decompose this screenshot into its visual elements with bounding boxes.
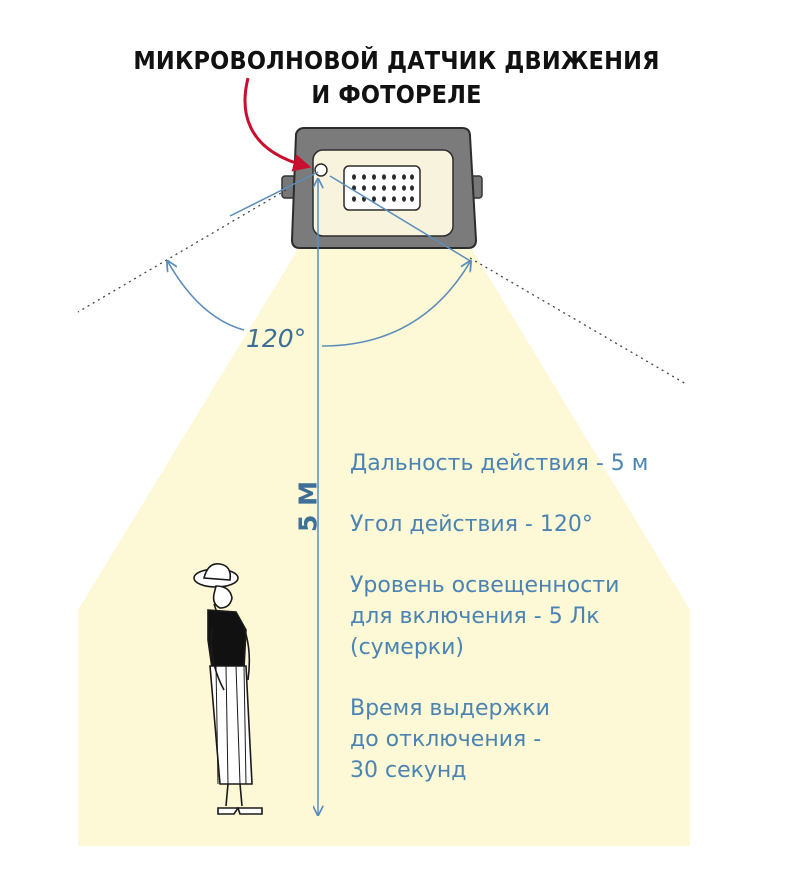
motion-sensor-icon	[314, 163, 328, 177]
spec-list: Дальность действия - 5 м Угол действия -…	[350, 448, 770, 816]
angle-label: 120°	[246, 324, 307, 353]
spec-hold-time-line-1: Время выдержки	[350, 696, 550, 721]
spec-illumination: Уровень освещенности для включения - 5 Л…	[350, 570, 770, 663]
spec-illumination-line-1: Уровень освещенности	[350, 573, 620, 598]
spec-hold-time-line-3: 30 секунд	[350, 758, 467, 783]
spec-illumination-line-3: (сумерки)	[350, 635, 464, 660]
spec-angle: Угол действия - 120°	[350, 509, 770, 540]
spec-hold-time-line-2: до отключения -	[350, 727, 542, 752]
spec-angle-line: Угол действия - 120°	[350, 512, 593, 537]
spec-illumination-line-2: для включения - 5 Лк	[350, 604, 600, 629]
spec-range: Дальность действия - 5 м	[350, 448, 770, 479]
floodlight-icon	[281, 127, 483, 249]
angle-ray-left	[229, 171, 319, 217]
angle-ray-right	[329, 175, 473, 263]
led-grid	[352, 174, 414, 202]
angle-arc-right	[321, 262, 470, 347]
height-label: 5 М	[293, 481, 323, 532]
spec-hold-time: Время выдержки до отключения - 30 секунд	[350, 693, 770, 786]
red-arrow-icon	[243, 77, 312, 172]
spec-range-line: Дальность действия - 5 м	[350, 451, 649, 476]
title-line-2: И ФОТОРЕЛЕ	[311, 80, 482, 109]
title-line-1: МИКРОВОЛНОВОЙ ДАТЧИК ДВИЖЕНИЯ	[133, 46, 660, 75]
person-figure-icon	[193, 562, 263, 815]
coverage-edge-left-dotted	[77, 189, 287, 313]
angle-arc	[168, 262, 245, 331]
